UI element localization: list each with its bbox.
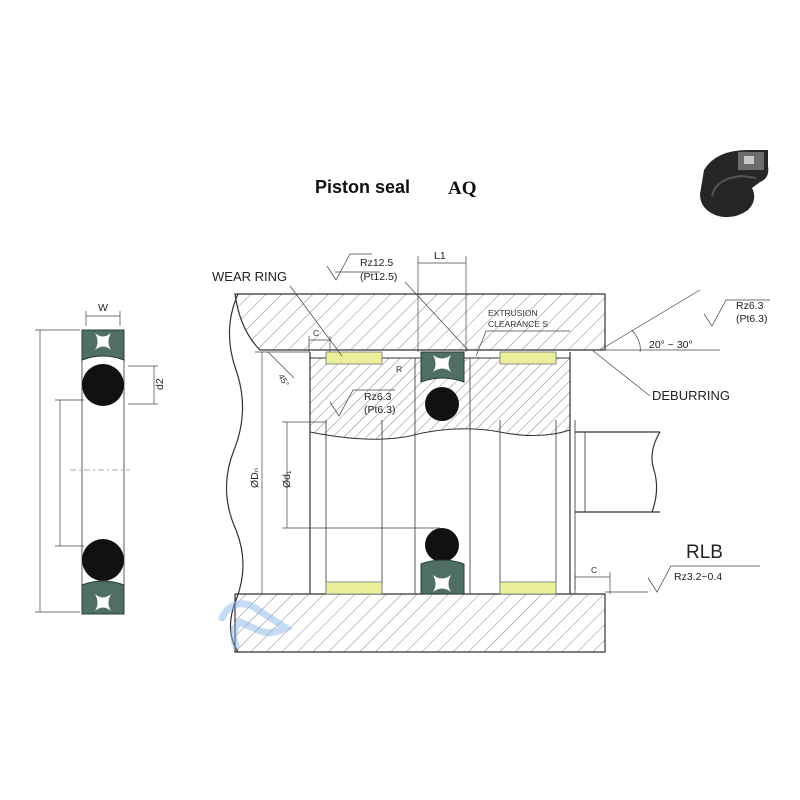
installation-drawing: ØDₙ Ød₁ 45° C R L1 Rz12.5 (Pt12.5) WEAR … <box>212 250 770 653</box>
roughness-rz32: Rz3.2~0.4 <box>674 571 722 583</box>
od-dimension-label: ØDₙ <box>249 468 261 488</box>
wear-ring-bottom-right <box>499 581 557 595</box>
l1-dimension-label: L1 <box>434 250 446 262</box>
roughness-rz125: Rz12.5 <box>360 257 393 269</box>
seal-section-view: W d2 <box>35 302 166 615</box>
w-dimension-label: W <box>98 302 108 314</box>
roughness-pt63-mid: (Pt6.3) <box>364 404 396 416</box>
product-photo <box>700 150 769 218</box>
rlb-label: RLB <box>686 542 723 563</box>
title-code: AQ <box>448 178 477 199</box>
wear-ring-label: WEAR RING <box>212 269 287 284</box>
wear-ring-bottom-left <box>325 581 383 595</box>
deburring-label: DEBURRING <box>652 388 730 403</box>
c-dimension-bottom: C <box>591 565 597 575</box>
extrusion-label-line2: CLEARANCE S <box>488 319 548 329</box>
groove-o-ring-bottom <box>425 528 459 562</box>
id-dimension-label: Ød₁ <box>281 470 293 488</box>
roughness-pt63-right: (Pt6.3) <box>736 313 768 325</box>
radius-mark: R <box>396 364 402 374</box>
extrusion-label-line1: EXTRUSION <box>488 308 538 318</box>
watermark-mark <box>218 600 294 650</box>
cylinder-wall-bottom <box>234 593 606 653</box>
o-ring-bottom <box>82 539 124 581</box>
wear-ring-top-left <box>325 351 383 365</box>
o-ring-top <box>82 364 124 406</box>
cylinder-wall-top <box>234 293 606 351</box>
roughness-rz63-mid: Rz6.3 <box>364 391 392 403</box>
seal-groove-ring-bottom <box>420 559 465 595</box>
c-dimension-top: C <box>313 328 319 338</box>
groove-o-ring-top <box>425 387 459 421</box>
d2-dimension-label: d2 <box>154 378 166 390</box>
chamfer-angle-label: 45° <box>276 372 291 388</box>
angle-range-label: 20° ~ 30° <box>649 339 693 351</box>
roughness-pt125: (Pt12.5) <box>360 271 397 283</box>
roughness-rz63-right: Rz6.3 <box>736 300 764 312</box>
wear-ring-top-right <box>499 351 557 365</box>
title-main: Piston seal <box>315 177 410 197</box>
